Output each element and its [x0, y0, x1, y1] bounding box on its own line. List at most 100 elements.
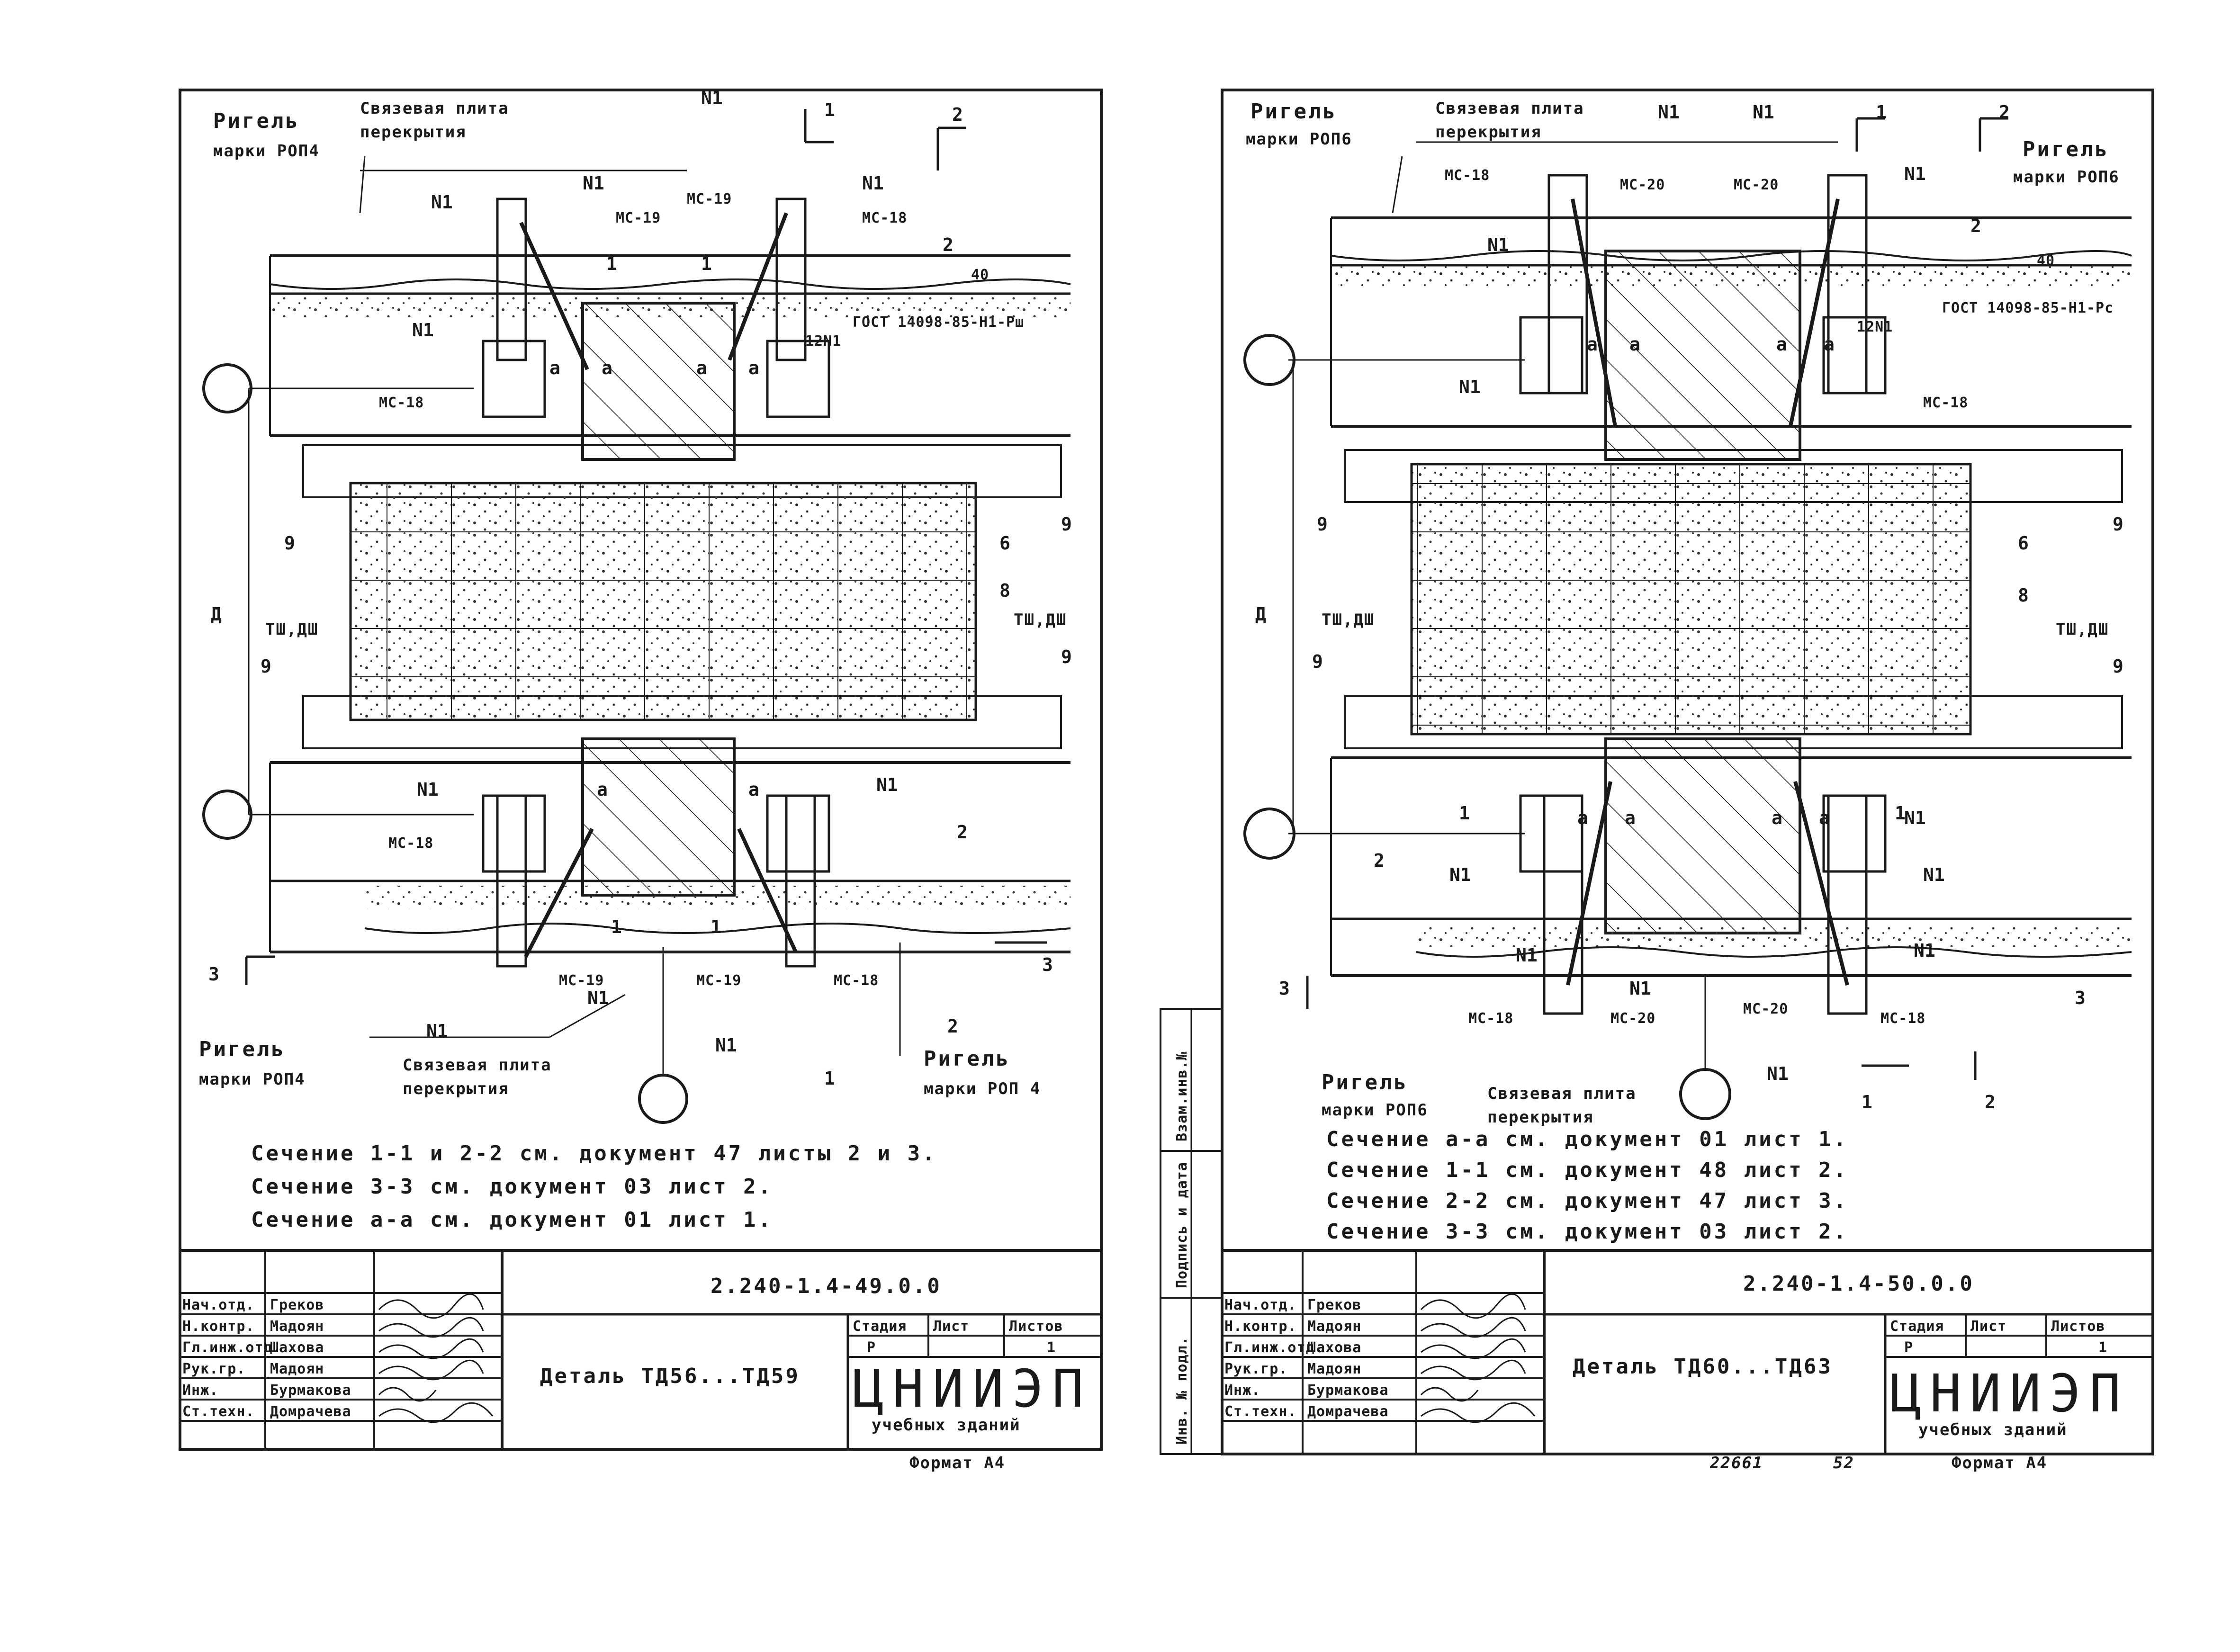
left-detail-title: Деталь ТД56...ТД59	[540, 1364, 800, 1388]
left-dimension-d: Д	[211, 604, 222, 625]
left-marker-1: 1	[701, 253, 712, 274]
right-label-tsh-dsh: ТШ,ДШ	[2056, 620, 2109, 639]
left-marker-9: 9	[284, 533, 295, 554]
left-marker-a: а	[748, 779, 759, 800]
right-note-3: Сечение 2-2 см. документ 47 лист 3.	[1326, 1189, 1848, 1213]
left-stage-value: Р	[867, 1339, 876, 1356]
left-marker-9: 9	[1061, 514, 1072, 535]
right-staff-table: Нач.отд. Греков Н.контр. Мадоян Гл.инж.о…	[1224, 1297, 1388, 1420]
right-stage-value: Р	[1904, 1339, 1913, 1356]
left-label-plate-bottom: Связевая плита	[403, 1056, 552, 1075]
left-marker-ms18: МС-18	[862, 210, 907, 226]
left-org-sub: учебных зданий	[872, 1416, 1021, 1435]
left-marker-1: 1	[606, 253, 617, 274]
left-label-rigel-bottom-mark: марки РОП4	[199, 1070, 306, 1089]
right-page-ref: 22661	[1709, 1454, 1763, 1472]
right-section-2: 2	[1999, 102, 2010, 123]
right-marker-n1: N1	[1767, 1063, 1789, 1084]
right-marker-n1: N1	[1914, 940, 1935, 961]
staff-name: Мадоян	[270, 1361, 324, 1377]
right-insert-3	[1519, 794, 1583, 873]
left-wall-grid	[349, 482, 977, 721]
right-marker-2: 2	[1374, 850, 1385, 871]
right-marker-9: 9	[1317, 514, 1328, 535]
left-marker-ms18: МС-18	[834, 972, 879, 989]
left-marker-6: 6	[999, 533, 1010, 554]
right-insert-4	[1822, 794, 1887, 873]
left-label-plate-top: Связевая плита	[360, 99, 509, 118]
staff-name: Мадоян	[270, 1318, 324, 1335]
left-marker-n1: N1	[417, 779, 439, 800]
right-page-number: 52	[1833, 1454, 1854, 1472]
right-label-rigel-top-mark: марки РОП6	[1246, 130, 1352, 149]
left-marker-n1: N1	[426, 1021, 448, 1041]
left-label-rigel-bottom: Ригель	[199, 1037, 286, 1061]
left-section-3: 3	[208, 964, 219, 985]
left-label-plate-top-2: перекрытия	[360, 123, 467, 142]
right-section-1: 1	[1862, 1092, 1872, 1113]
right-bottom-rigel	[1330, 756, 2132, 977]
left-label-gost: ГОСТ 14098-85-Н1-Рш	[853, 314, 1024, 331]
left-marker-n1: N1	[701, 88, 723, 108]
left-marker-a: а	[597, 779, 608, 800]
left-section-1: 1	[824, 99, 835, 120]
staff-name: Домрачева	[270, 1403, 351, 1420]
left-axis-marker-2	[202, 790, 252, 840]
right-marker-ms20: МС-20	[1734, 177, 1779, 193]
left-sheet-frame	[179, 89, 1103, 1451]
right-section-3: 3	[1279, 978, 1290, 999]
staff-role: Рук.гр.	[1224, 1361, 1287, 1377]
right-marker-n1: N1	[1516, 945, 1538, 966]
left-sheets-value: 1	[1047, 1339, 1056, 1356]
right-label-rigel-bottom-mark: марки РОП6	[1322, 1101, 1428, 1120]
right-marker-a: а	[1819, 808, 1830, 828]
right-label-plate-top-2: перекрытия	[1435, 123, 1542, 142]
right-org-name: ЦНИИЭП	[1890, 1363, 2129, 1424]
right-section-2: 2	[1985, 1092, 1996, 1113]
left-marker-a: а	[549, 358, 560, 378]
right-dimension-40: 40	[2037, 252, 2055, 269]
right-axis-marker-1	[1243, 334, 1295, 386]
right-wall-grid	[1410, 463, 1972, 736]
left-dimension-40: 40	[971, 267, 989, 283]
left-marker-2: 2	[957, 822, 968, 843]
left-org-name: ЦНИИЭП	[853, 1358, 1092, 1419]
left-section-2: 2	[947, 1016, 958, 1037]
staff-role: Н.контр.	[1224, 1318, 1297, 1335]
left-marker-8: 8	[999, 580, 1010, 601]
right-marker-n1: N1	[1904, 163, 1926, 184]
left-marker-12n1: 12N1	[805, 333, 841, 350]
left-label-rigel-bottom-right-mark: марки РОП 4	[924, 1079, 1041, 1098]
staff-role: Н.контр.	[182, 1318, 255, 1335]
right-marker-n1: N1	[1459, 377, 1481, 397]
staff-role: Нач.отд.	[182, 1297, 255, 1313]
right-marker-9: 9	[1312, 651, 1323, 672]
left-label-tsh-dsh: ТШ,ДШ	[265, 620, 318, 639]
right-note-4: Сечение 3-3 см. документ 03 лист 2.	[1326, 1220, 1848, 1244]
left-bottom-rigel	[269, 761, 1071, 953]
staff-role: Ст.техн.	[1224, 1403, 1297, 1420]
right-label-rigel-bottom: Ригель	[1322, 1070, 1408, 1095]
right-label-rigel-top-right-mark: марки РОП6	[2013, 168, 2120, 187]
right-marker-8: 8	[2018, 585, 2029, 606]
left-marker-a: а	[696, 358, 707, 378]
right-marker-a: а	[1625, 808, 1636, 828]
left-label-rigel-top: Ригель	[213, 109, 300, 133]
left-marker-a: а	[602, 358, 612, 378]
left-marker-9: 9	[261, 656, 271, 677]
right-org-sub: учебных зданий	[1918, 1420, 2068, 1439]
left-marker-9: 9	[1061, 646, 1072, 667]
right-marker-1: 1	[1895, 803, 1906, 824]
right-stamp-inv: Инв. № подл.	[1174, 1336, 1190, 1445]
right-marker-1: 1	[1459, 803, 1470, 824]
right-note-2: Сечение 1-1 см. документ 48 лист 2.	[1326, 1158, 1848, 1182]
left-column-top	[581, 302, 736, 461]
left-marker-1: 1	[711, 916, 721, 937]
right-column-top	[1604, 250, 1801, 461]
right-marker-n1: N1	[1449, 864, 1471, 885]
right-sheet: Инв. № подл. Подпись и дата Взам.инв.№	[1160, 89, 2154, 1472]
right-label-gost: ГОСТ 14098-85-Н1-Рс	[1942, 300, 2114, 316]
right-marker-6: 6	[2018, 533, 2029, 554]
left-marker-2: 2	[943, 234, 954, 255]
